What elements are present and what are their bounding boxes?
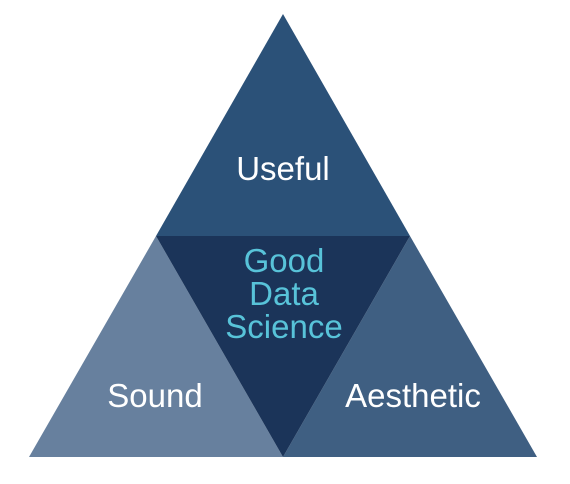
aesthetic-label: Aesthetic xyxy=(345,377,481,414)
center-label-line-2: Data xyxy=(249,275,319,312)
center-label-line-1: Good xyxy=(244,242,325,279)
useful-label: Useful xyxy=(236,150,330,187)
sound-label: Sound xyxy=(107,377,202,414)
aesthetic-triangle xyxy=(283,236,537,457)
center-label-line-3: Science xyxy=(225,308,342,345)
good-data-science-triangle xyxy=(156,236,410,457)
sound-triangle xyxy=(29,236,283,457)
useful-triangle xyxy=(156,14,410,236)
